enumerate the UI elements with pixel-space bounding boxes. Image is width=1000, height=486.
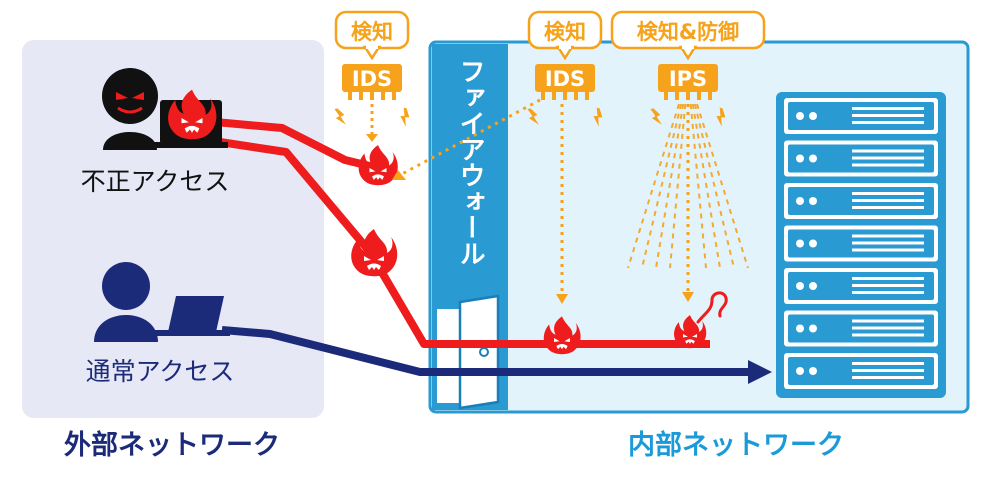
sensor-chip-label: IPS: [669, 67, 707, 91]
flame-icon: [358, 145, 398, 186]
user-icon: [94, 262, 158, 342]
server-unit: [784, 268, 938, 304]
sensor-ids-outer: 検知 IDS: [333, 10, 412, 128]
laptop-icon: [150, 296, 230, 336]
sensor-chip-label: IDS: [545, 67, 585, 91]
server-unit: [784, 98, 938, 134]
firewall-label: ファイアウォール: [455, 58, 485, 266]
sensor-bubble-label: 検知: [351, 20, 393, 44]
server-unit: [784, 310, 938, 347]
sensor-chip-label: IDS: [352, 67, 392, 91]
lightning-icon: [398, 107, 412, 128]
ids-inner-drop-arrow: [556, 294, 568, 304]
internal-network-label: 内部ネットワーク: [628, 429, 844, 461]
ids-inner-diagonal-arrow: [392, 170, 406, 180]
ips-drop-arrow: [682, 292, 694, 302]
door-icon: [435, 294, 500, 410]
sensor-bubble-label: 検知&防御: [637, 20, 739, 44]
smoke-icon: [696, 291, 728, 324]
ids-inner-diagonal-line: [401, 98, 541, 176]
external-network-label: 外部ネットワーク: [64, 429, 280, 461]
sensor-ids-inner: 検知 IDS: [526, 10, 605, 128]
server-unit: [784, 140, 938, 177]
unauthorized-access-label: 不正アクセス: [81, 167, 230, 196]
external-network-panel: [22, 40, 324, 418]
server-unit: [784, 183, 938, 219]
ids-outer-arrow: [366, 134, 378, 142]
ips-detection-fan: [627, 103, 749, 269]
server-unit: [784, 353, 938, 389]
server-unit: [784, 225, 938, 262]
normal-access-label: 通常アクセス: [86, 357, 235, 386]
sensor-bubble-label: 検知: [544, 20, 586, 44]
normal-access-path: [221, 326, 772, 384]
lightning-icon: [333, 107, 347, 127]
server-rack-icon: [776, 92, 946, 398]
sensor-ips: 検知&防御 IPS: [610, 10, 766, 128]
